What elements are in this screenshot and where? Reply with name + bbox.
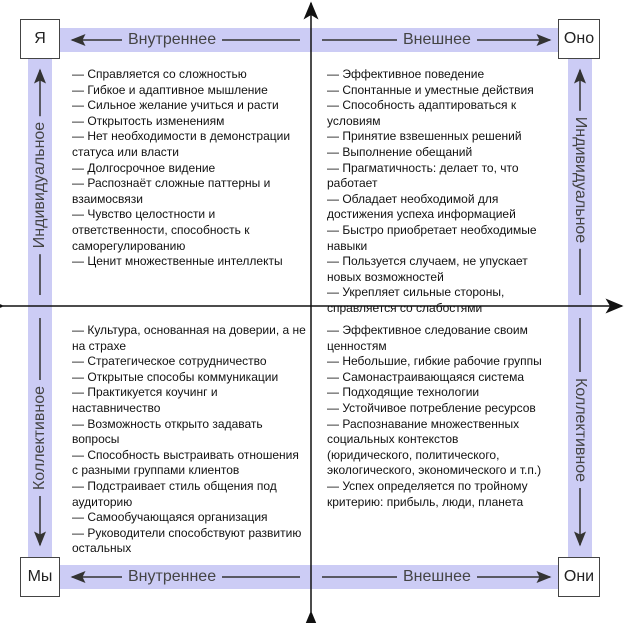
label-individual-left: Индивидуальное	[28, 115, 52, 255]
list-item: — Возможность открыто задавать вопросы	[72, 416, 263, 447]
list-item: — Самонастраивающаяся система	[327, 369, 525, 384]
list-item: — Прагматичность: делает то, что работае…	[327, 160, 519, 191]
list-item: — Быстро приобретает необходимые навыки	[327, 222, 537, 253]
list-item: — Обладает необходимой для достижения ус…	[327, 191, 516, 222]
list-item: — Открытость изменениям	[72, 113, 225, 128]
list-item: — Чувство целостности и ответственности,…	[72, 207, 250, 253]
list-item: — Распознавание множественных социальных…	[327, 416, 542, 478]
list-item: — Выполнение обещаний	[327, 144, 473, 159]
list-item: — Спонтанные и уместные действия	[327, 82, 534, 97]
list-item: — Практикуется коучинг и наставничество	[72, 385, 218, 415]
list-item: — Руководители способствуют развитию ост…	[72, 525, 302, 556]
list-item: — Гибкое и адаптивное мышление	[72, 82, 268, 97]
label-collective-right: Коллективное	[568, 371, 592, 489]
list-item: — Стратегическое сотрудничество	[72, 354, 267, 369]
list-item: — Устойчивое потребление ресурсов	[327, 400, 536, 415]
quadrant-top-right: — Эффективное поведение— Спонтанные и ум…	[327, 67, 542, 317]
list-item: — Открытые способы коммуникации	[72, 369, 279, 384]
list-item: — Подходящие технологии	[327, 385, 480, 400]
list-item: — Эффективное следование своим ценностям	[327, 323, 528, 353]
corner-oni: Они	[558, 557, 600, 597]
list-item: — Долгосрочное видение	[72, 160, 216, 175]
list-item: — Способность выстраивать отношения с ра…	[72, 447, 299, 478]
corner-ono: Оно	[558, 19, 600, 59]
list-item: — Эффективное поведение	[327, 67, 485, 81]
corner-ya: Я	[20, 19, 60, 59]
label-collective-left: Коллективное	[28, 379, 52, 497]
list-item: — Небольшие, гибкие рабочие группы	[327, 354, 542, 369]
corner-label: Они	[563, 568, 595, 585]
label-internal-bottom: Внутреннее	[122, 565, 223, 589]
list-item: — Успех определяется по тройному критери…	[327, 478, 528, 509]
list-item: — Самообучающаяся организация	[72, 510, 268, 525]
corner-my: Мы	[20, 557, 60, 597]
corner-label: Оно	[563, 30, 595, 47]
list-item: — Распознаёт сложные паттерны и взаимосв…	[72, 176, 271, 206]
list-item: — Пользуется случаем, не упускает новых …	[327, 254, 528, 284]
label-external-bottom: Внешнее	[397, 565, 477, 589]
corner-label: Я	[34, 30, 46, 47]
quadrant-bottom-right: — Эффективное следование своим ценностям…	[327, 323, 542, 510]
list-item: — Укрепляет сильные стороны, справляется…	[327, 285, 505, 315]
list-item: — Сильное желание учиться и расти	[72, 98, 279, 113]
corner-label: Мы	[27, 568, 53, 585]
quadrant-top-left: — Справляется со сложностью— Гибкое и ад…	[72, 67, 307, 270]
list-item: — Справляется со сложностью	[72, 67, 247, 81]
label-internal-top: Внутреннее	[122, 28, 223, 52]
list-item: — Подстраивает стиль общения под аудитор…	[72, 478, 277, 509]
quadrant-bottom-left: — Культура, основанная на доверии, а не …	[72, 323, 307, 557]
list-item: — Ценит множественные интеллекты	[72, 254, 283, 269]
list-item: — Принятие взвешенных решений	[327, 129, 522, 144]
list-item: — Способность адаптироваться к условиям	[327, 98, 517, 128]
list-item: — Нет необходимости в демонстрации стату…	[72, 129, 291, 159]
label-external-top: Внешнее	[397, 28, 477, 52]
list-item: — Культура, основанная на доверии, а не …	[72, 323, 306, 353]
label-individual-right: Индивидуальное	[568, 110, 592, 250]
